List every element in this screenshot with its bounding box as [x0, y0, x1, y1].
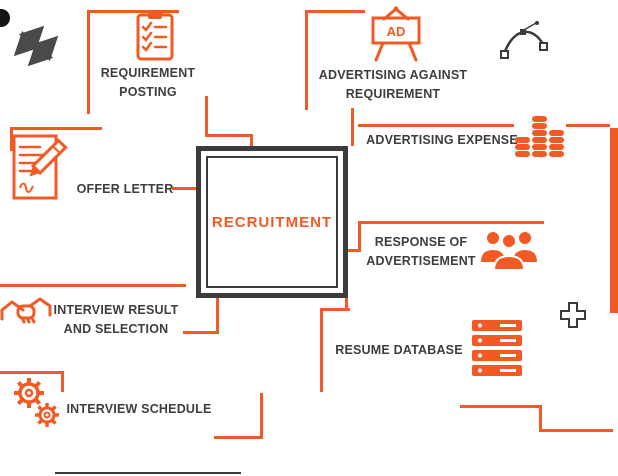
billboard-ad-icon: AD: [366, 6, 426, 62]
connector-line: [205, 96, 208, 137]
connector-line: [358, 221, 361, 252]
connector-line: [358, 221, 544, 224]
connector-line: [320, 308, 323, 392]
connector-line: [348, 249, 361, 252]
node-label-offer-letter: OFFER LETTER: [76, 182, 174, 196]
corner-dot: [0, 9, 10, 27]
connector-line: [566, 124, 610, 127]
connector-line: [61, 371, 64, 392]
gears-icon: [12, 376, 60, 428]
connector-line: [305, 10, 365, 13]
connector-line: [539, 405, 542, 432]
pen-tool-icon: [500, 20, 548, 64]
node-label-interview-result: INTERVIEW RESULT AND SELECTION: [53, 303, 179, 337]
center-inner-frame: RECRUITMENT: [206, 156, 338, 288]
crossed-arrows-icon: [13, 22, 60, 67]
connector-line: [205, 134, 253, 137]
center-box: RECRUITMENT: [196, 146, 348, 298]
connector-line: [260, 393, 263, 439]
connector-line: [345, 298, 348, 310]
node-label-advertising-expense: ADVERTISING EXPENSE: [366, 133, 518, 147]
node-label-advertising-against-requirement: ADVERTISING AGAINST REQUIREMENT: [318, 68, 468, 102]
handshake-icon: [0, 290, 52, 338]
connector-line: [216, 298, 219, 334]
connector-line: [10, 127, 102, 130]
connector-line: [320, 308, 350, 311]
document-pen-icon: [12, 134, 74, 204]
connector-line: [10, 127, 13, 151]
connector-line: [305, 10, 308, 110]
bottom-border-line: [55, 472, 241, 474]
connector-line: [250, 134, 253, 148]
connector-line: [172, 187, 196, 190]
connector-line: [87, 10, 179, 13]
center-title: RECRUITMENT: [211, 213, 333, 231]
node-label-resume-database: RESUME DATABASE: [335, 343, 463, 357]
ad-text: AD: [387, 24, 406, 39]
connector-line: [358, 124, 514, 127]
connector-line: [351, 108, 354, 146]
server-rack-icon: [470, 318, 524, 378]
node-label-response-of-advertisement: RESPONSE OF ADVERTISEMENT: [366, 235, 476, 269]
connector-line: [0, 371, 64, 374]
connector-line: [87, 10, 90, 114]
plus-icon: [558, 300, 588, 330]
audience-icon: [480, 226, 538, 272]
connector-line: [539, 429, 613, 432]
node-label-requirement-posting: REQUIREMENT POSTING: [100, 66, 196, 100]
accent-bar: [610, 128, 618, 313]
clipboard-checklist-icon: [134, 8, 176, 62]
connector-line: [0, 284, 186, 287]
coin-stacks-icon: [514, 102, 566, 162]
connector-line: [214, 436, 263, 439]
connector-line: [183, 331, 219, 334]
node-label-interview-schedule: INTERVIEW SCHEDULE: [66, 402, 212, 416]
connector-line: [460, 405, 542, 408]
